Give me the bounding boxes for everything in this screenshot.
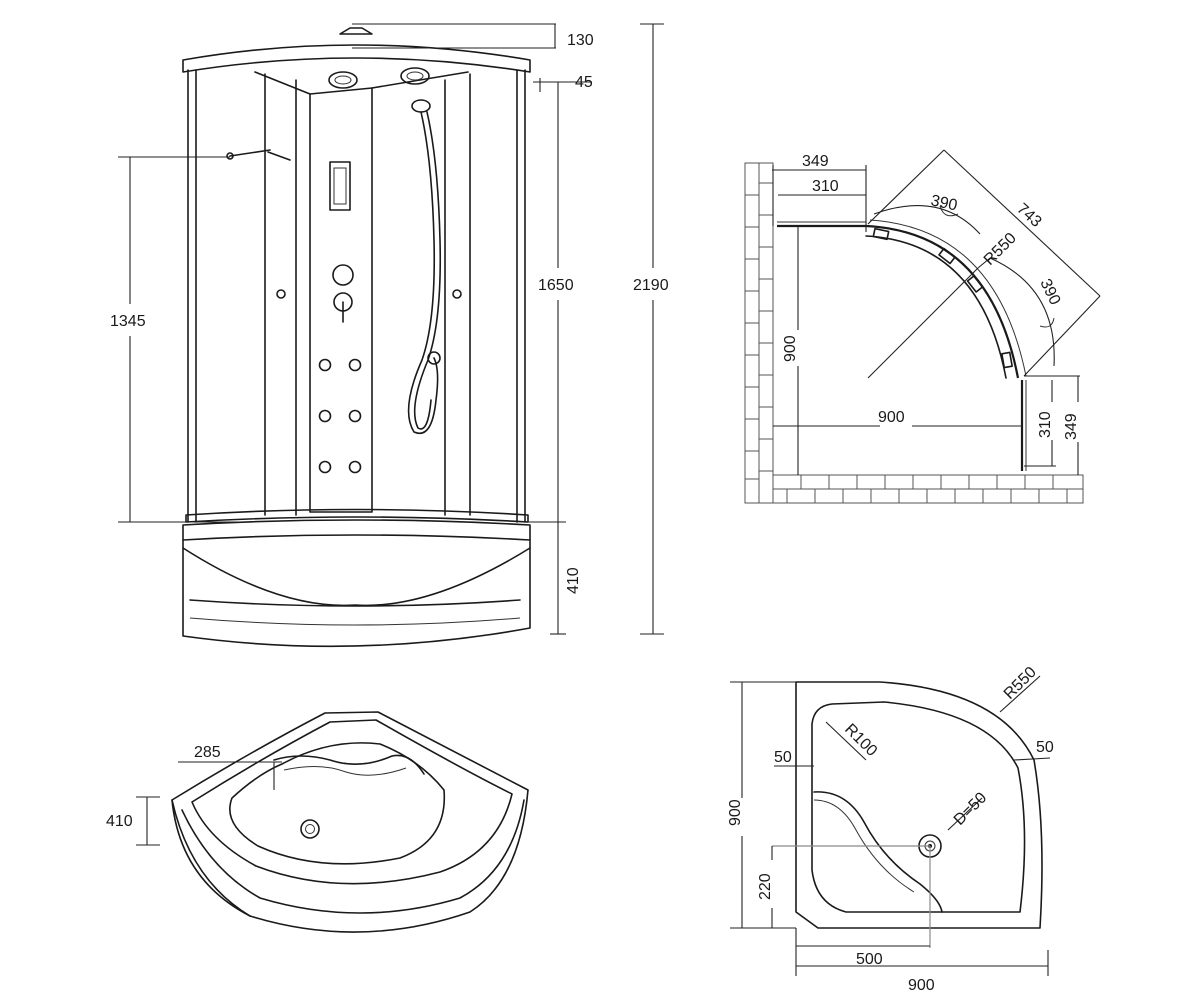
back-panel (309, 87, 373, 513)
door-handle-left (276, 289, 286, 299)
plan-dim-panel-top: 390 (929, 192, 959, 214)
tray-rim (171, 711, 529, 933)
plan-dim-top-inner: 310 (812, 178, 839, 195)
dim-total-height: 2190 (633, 277, 669, 294)
tray-plan-outer-radius: R550 (1001, 664, 1040, 703)
dim-top-cap: 130 (567, 32, 594, 49)
curved-sliding-doors (865, 224, 1020, 379)
front-dimension-lines (118, 23, 664, 635)
roof-cap (182, 44, 531, 73)
tray-plan-drain-offset-y: 220 (757, 873, 774, 900)
dim-shower-height: 1650 (538, 277, 574, 294)
plan-view: 349 310 390 743 R550 390 900 900 310 349 (744, 149, 1101, 504)
tray-plan-corner-radius: R100 (841, 721, 880, 760)
tray-seat (273, 754, 425, 775)
front-view: 130 45 1650 2190 1345 410 (110, 23, 669, 648)
left-wall (744, 162, 774, 504)
body-jets (318, 358, 362, 474)
tray-skirt (182, 519, 531, 648)
tray-plan-drain-offset-x: 500 (856, 951, 883, 968)
tray-seat-plan (813, 791, 943, 913)
tray-plan-drain-diameter: D=50 (951, 789, 990, 828)
dim-tray-height: 410 (565, 567, 582, 594)
plan-dimension-lines (772, 149, 1101, 475)
tray-dim-seat-height: 285 (194, 744, 221, 761)
plan-dim-right-inner: 310 (1037, 411, 1054, 438)
tray-drain (300, 819, 320, 839)
rain-shower-head (411, 99, 431, 113)
tray-outline (795, 681, 1043, 929)
plan-dim-right-outer: 349 (1063, 413, 1080, 440)
tray-perspective: 285 410 (106, 711, 529, 933)
plan-dim-left-depth: 900 (782, 335, 799, 362)
plan-dim-bottom-width: 900 (878, 409, 905, 426)
plan-dim-diagonal: 743 (1013, 200, 1044, 231)
dim-mixer-height: 1345 (110, 313, 146, 330)
dim-top-offset: 45 (575, 74, 593, 91)
shower-hose (407, 111, 439, 435)
tray-dimension-lines (136, 761, 282, 846)
tray-plan-width: 900 (908, 977, 935, 994)
tray-basin (229, 742, 446, 865)
door-rollers (872, 227, 1013, 369)
roof-knob (339, 27, 373, 35)
plan-dim-panel-right: 390 (1036, 276, 1063, 308)
ceiling-lamp-left (328, 71, 358, 89)
tray-plan: R550 50 50 R100 D=50 900 220 500 900 (727, 664, 1054, 994)
tray-plan-rim-left: 50 (774, 749, 792, 766)
tray-front-face (171, 799, 251, 917)
door-handle-right (452, 289, 462, 299)
ceiling-lamp-right (400, 67, 430, 85)
bottom-wall (772, 474, 1084, 504)
tray-plan-rim-right: 50 (1036, 739, 1054, 756)
mixer-knob (332, 264, 354, 286)
hand-shower (427, 351, 441, 365)
tray-dim-height: 410 (106, 813, 133, 830)
control-display (329, 161, 351, 211)
tray-plan-depth: 900 (727, 799, 744, 826)
tray-plan-dimension-lines (730, 681, 1049, 976)
tray-inner-basin (811, 701, 1026, 913)
plan-dim-top-outer: 349 (802, 153, 829, 170)
